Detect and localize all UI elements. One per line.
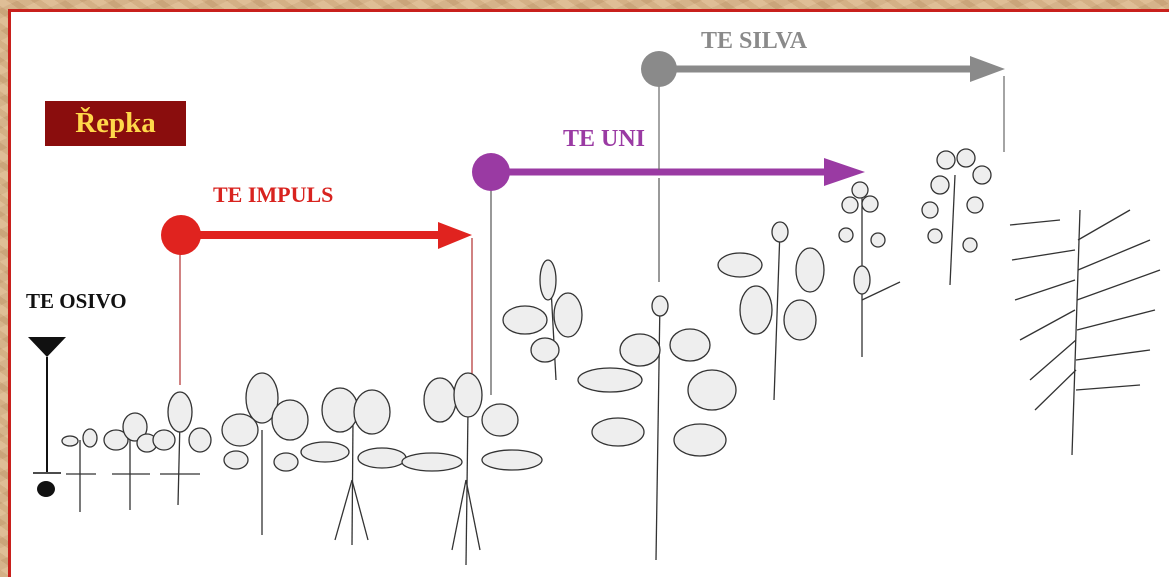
crop-title: Řepka: [45, 101, 186, 146]
seed-icon: [37, 481, 55, 497]
osivo-marker: [28, 337, 66, 497]
plant-flowering-icon: [839, 182, 900, 357]
plant-pod-stage-icon: [1010, 210, 1160, 455]
plant-seedling-3-icon: [153, 392, 211, 505]
plant-elongation-2-icon: [718, 222, 824, 400]
plant-rosette-2-icon: [301, 388, 406, 545]
plant-stem-elongation-icon: [578, 296, 736, 560]
stage-label-silva: TE SILVA: [701, 28, 807, 55]
stage-label-impuls: TE IMPULS: [213, 182, 333, 208]
plant-rosette-1-icon: [222, 373, 308, 535]
plant-full-flowering-icon: [922, 149, 991, 285]
stage-label-uni: TE UNI: [563, 126, 645, 153]
plant-rosette-3-icon: [402, 373, 542, 565]
plant-seedling-1-icon: [62, 429, 97, 512]
plant-bud-stage-icon: [503, 260, 582, 380]
plant-illustrations: [62, 149, 1160, 565]
plant-seedling-2-icon: [104, 413, 157, 510]
stage-label-osivo: TE OSIVO: [26, 289, 127, 314]
impuls-arrow: [161, 215, 472, 385]
